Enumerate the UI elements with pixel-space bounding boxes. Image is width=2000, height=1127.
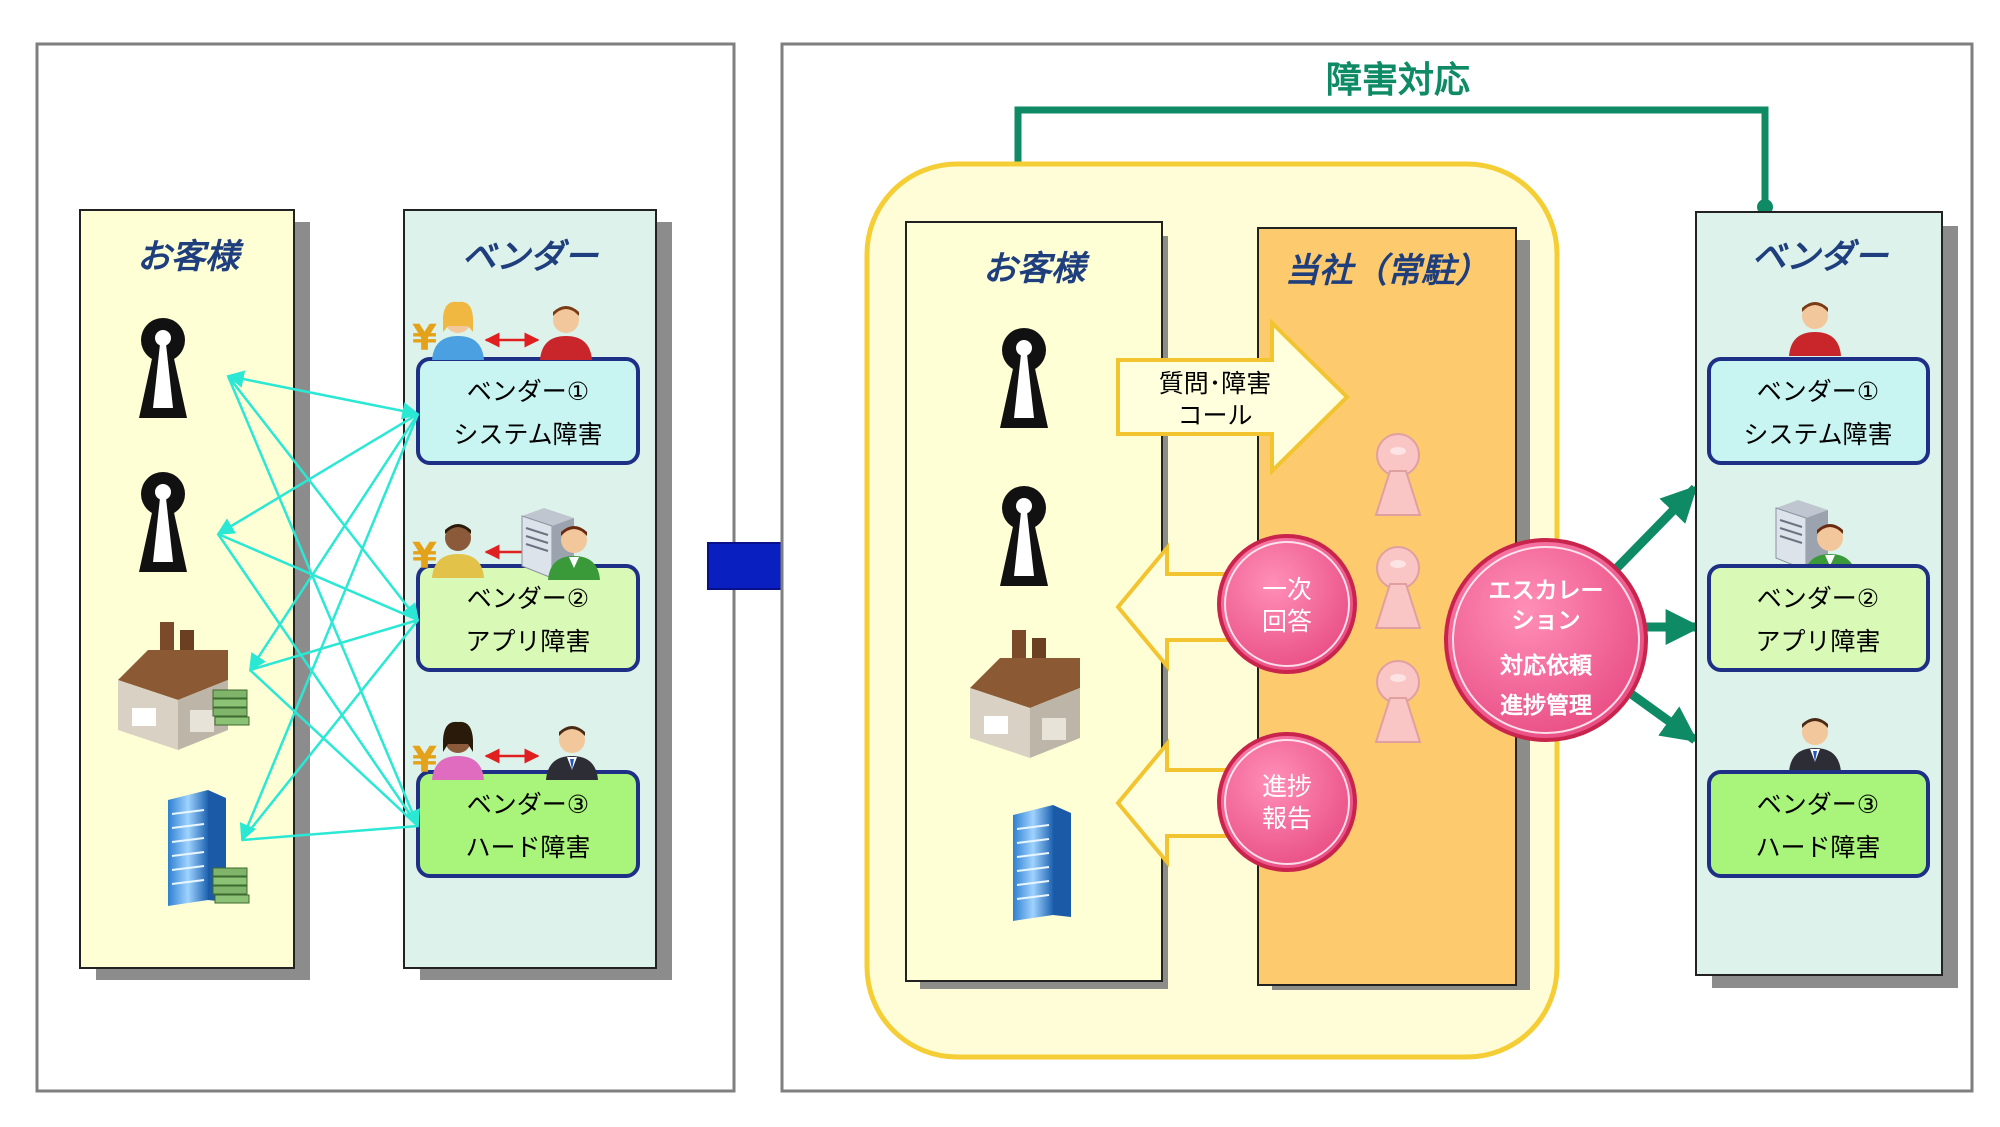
progress-report-bubble [1217,732,1357,872]
escalation-line1: エスカレー [1489,578,1604,604]
escalation-bubble [1444,538,1648,742]
left-customer-title: お客様 [137,237,244,277]
call-arrow-line2: コール [1177,401,1252,430]
right-vendor-1-name: ベンダー① [1757,377,1879,406]
money-stack-icon [212,689,250,726]
left-vendor-2-issue: アプリ障害 [465,627,590,656]
yen-icon: ¥ [412,740,437,781]
money-stack-icon [212,867,250,904]
right-vendor-box-1 [1707,357,1930,465]
left-vendor-2-name: ベンダー② [467,584,589,613]
right-vendor-2-issue: アプリ障害 [1755,627,1880,656]
left-vendor-title: ベンダー [462,237,599,277]
incident-response-label: 障害対応 [1326,60,1470,101]
company-title: 当社（常駐） [1285,251,1489,291]
right-vendor-3-name: ベンダー③ [1757,790,1879,819]
escalation-line2: ション [1512,608,1581,634]
right-vendor-title: ベンダー [1752,237,1889,277]
escalation-line4: 進捗管理 [1500,692,1592,719]
right-vendor-2-name: ベンダー② [1757,584,1879,613]
yen-icon: ¥ [412,318,437,359]
left-vendor-3-name: ベンダー③ [467,790,589,819]
first-answer-line2: 回答 [1262,607,1312,636]
call-arrow-line1: 質問･障害 [1159,369,1272,398]
right-vendor-3-issue: ハード障害 [1755,833,1880,862]
right-vendor-box-2 [1707,564,1930,672]
first-answer-line1: 一次 [1262,575,1312,604]
many-to-many-arrows [216,370,420,842]
right-customer-title: お客様 [983,249,1090,289]
escalation-arrow-1 [1606,484,1699,579]
office-building-icon [1012,804,1072,922]
right-vendor-box-3 [1707,770,1930,878]
incident-response-arrow [1014,106,1769,207]
first-answer-bubble [1217,534,1357,674]
left-vendor-1-issue: システム障害 [453,420,602,449]
progress-report-line2: 報告 [1262,804,1312,833]
call-arrow [1116,318,1350,476]
left-vendor-1-name: ベンダー① [467,377,589,406]
right-vendor-1-issue: システム障害 [1743,420,1892,449]
left-vendor-3-issue: ハード障害 [465,833,590,862]
progress-report-line1: 進捗 [1262,772,1312,801]
escalation-line3: 対応依頼 [1500,652,1593,679]
yen-icon: ¥ [412,536,437,577]
